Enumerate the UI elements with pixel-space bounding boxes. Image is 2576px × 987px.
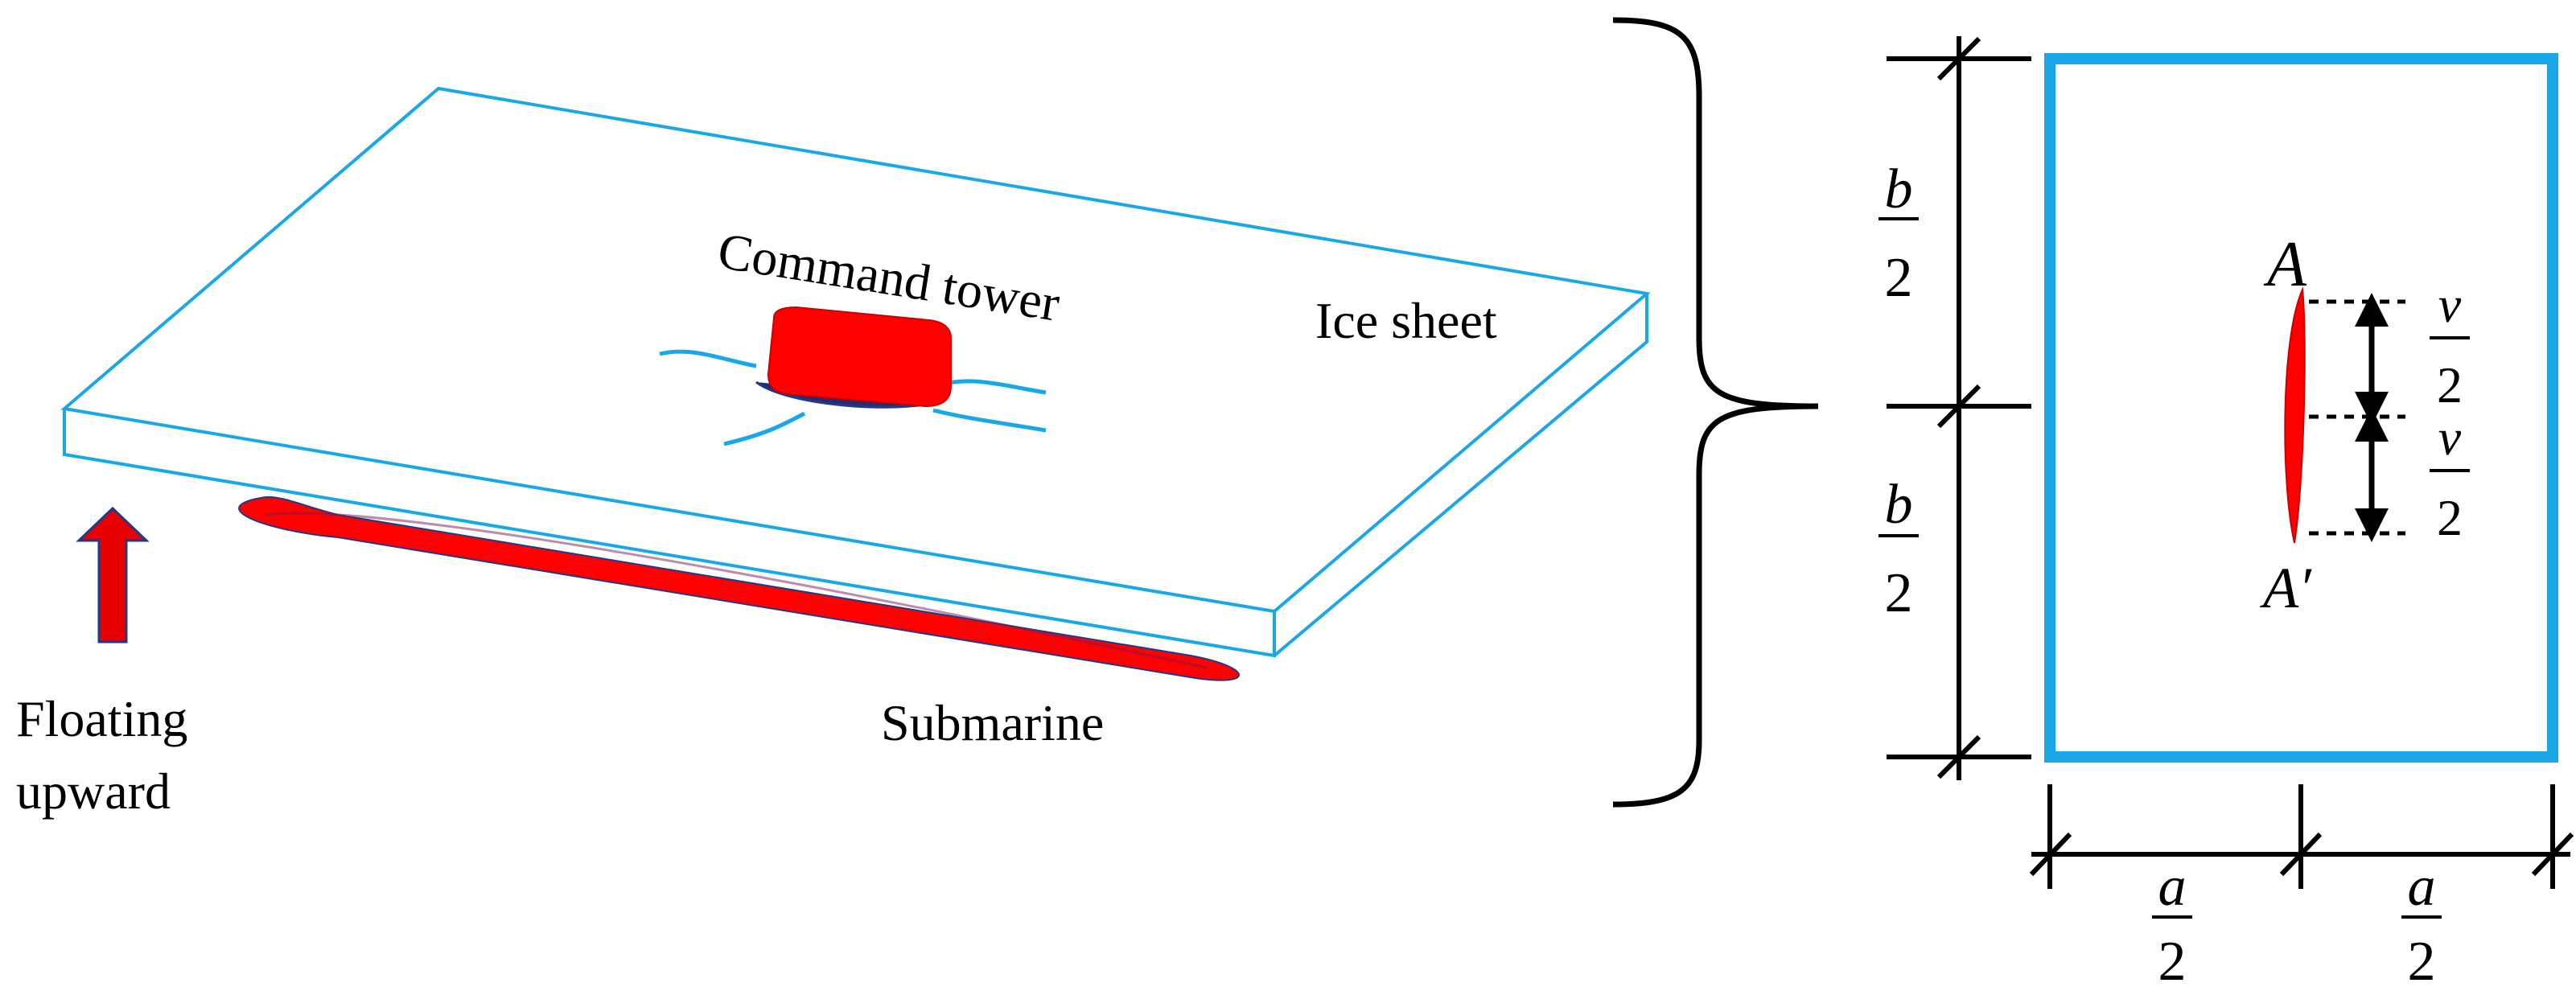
- fraction-b-upper: b 2: [1879, 158, 1919, 309]
- svg-text:2: 2: [1885, 247, 1913, 309]
- svg-text:2: 2: [2437, 356, 2463, 413]
- floating-upward-arrow: [76, 506, 150, 644]
- fraction-v-upper: v 2: [2430, 276, 2470, 413]
- svg-text:a: a: [2408, 856, 2436, 918]
- label-submarine: Submarine: [881, 694, 1104, 751]
- svg-text:2: 2: [2437, 489, 2463, 546]
- ice-sheet-plan: [2044, 53, 2558, 763]
- svg-text:2: 2: [2158, 931, 2187, 987]
- fraction-a-right: a 2: [2401, 856, 2442, 987]
- label-ice-sheet: Ice sheet: [1315, 292, 1497, 349]
- svg-text:b: b: [1885, 474, 1913, 536]
- svg-text:b: b: [1885, 158, 1913, 220]
- label-floating-line2: upward: [16, 763, 171, 820]
- svg-text:2: 2: [2408, 931, 2436, 987]
- dimension-a: [2029, 784, 2574, 889]
- svg-text:a: a: [2158, 856, 2187, 918]
- dimension-v: [2309, 293, 2405, 542]
- fraction-v-lower: v 2: [2430, 409, 2470, 546]
- point-a-label: A: [2263, 229, 2307, 300]
- ice-sheet-3d: [60, 86, 1651, 658]
- svg-text:v: v: [2438, 276, 2462, 333]
- point-a-prime-label: A′: [2260, 556, 2312, 620]
- fraction-a-left: a 2: [2152, 856, 2192, 987]
- command-tower: [659, 306, 1047, 446]
- dimension-b: [1887, 36, 2031, 780]
- svg-text:2: 2: [1885, 562, 1913, 624]
- fraction-b-lower: b 2: [1879, 474, 1919, 624]
- curly-brace: [1612, 17, 1819, 808]
- crack-line: [2284, 286, 2306, 544]
- submarine-hull: [238, 496, 1240, 681]
- label-floating-line1: Floating: [16, 690, 187, 747]
- svg-text:v: v: [2438, 409, 2462, 466]
